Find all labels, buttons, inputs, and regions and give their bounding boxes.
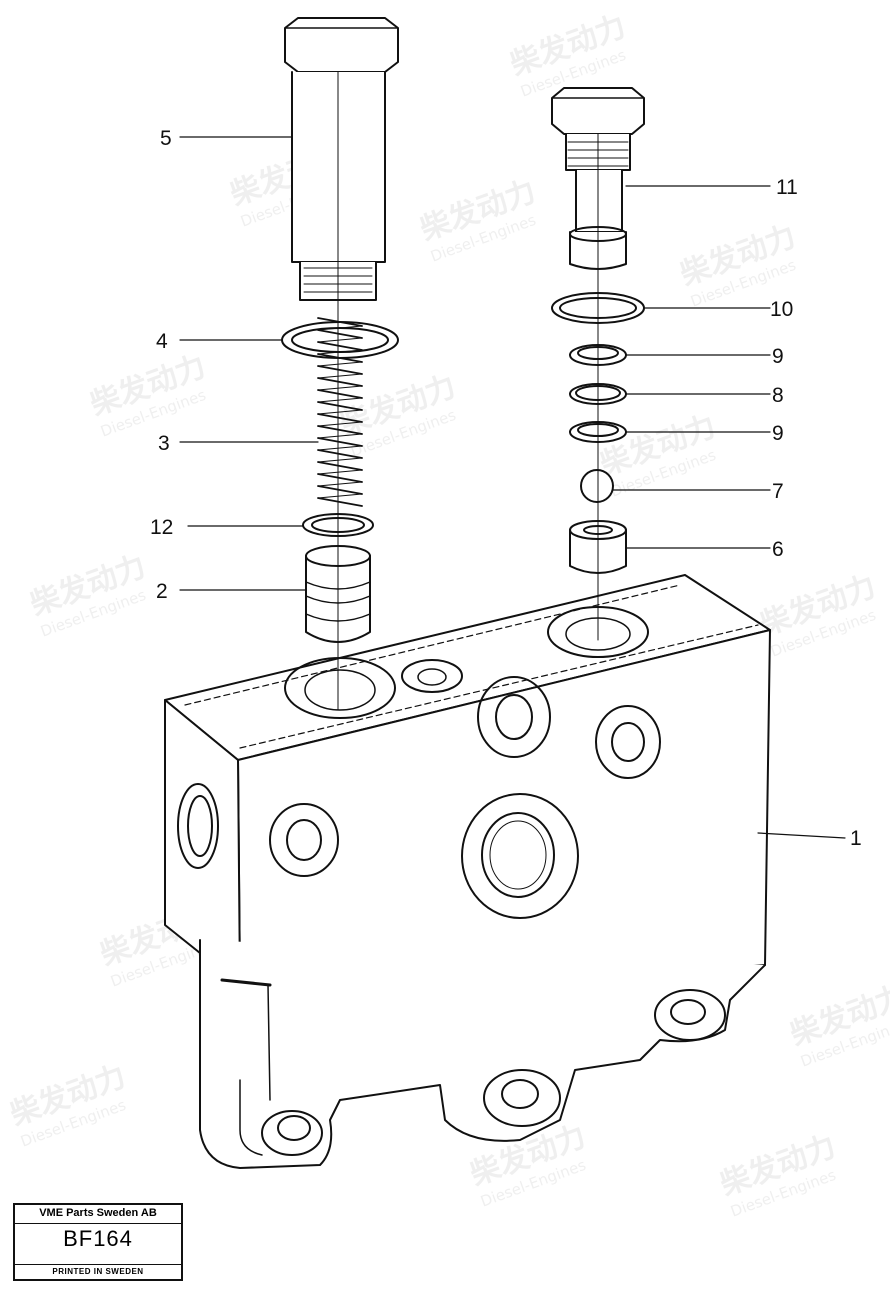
callout-10: 10: [770, 298, 793, 321]
callout-6: 6: [772, 538, 784, 561]
callout-8: 8: [772, 384, 784, 407]
drawing-code: BF164: [63, 1226, 133, 1251]
divider: [15, 1223, 181, 1224]
callout-3: 3: [158, 432, 170, 455]
callout-11: 11: [776, 176, 798, 199]
callout-9-lower: 9: [772, 422, 784, 445]
callout-9-upper: 9: [772, 345, 784, 368]
callout-12: 12: [150, 516, 173, 539]
callout-2: 2: [156, 580, 168, 603]
part-3-spring: [317, 317, 363, 507]
printed-note: PRINTED IN SWEDEN: [52, 1267, 144, 1276]
leader-lines: [179, 136, 846, 839]
callout-7: 7: [772, 480, 784, 503]
part-7-ball: [580, 469, 614, 503]
callout-4: 4: [156, 330, 168, 353]
company-name: VME Parts Sweden AB: [39, 1207, 157, 1219]
divider: [15, 1264, 181, 1265]
part-5-cap: [284, 17, 399, 301]
callout-1: 1: [850, 827, 862, 850]
valve-body: [164, 574, 771, 1169]
callout-5: 5: [160, 127, 172, 150]
title-block: VME Parts Sweden AB BF164 PRINTED IN SWE…: [13, 1203, 183, 1281]
callout-labels: 5 4 3 12 2 11 10 9 8 9 7 6 1: [150, 127, 862, 850]
